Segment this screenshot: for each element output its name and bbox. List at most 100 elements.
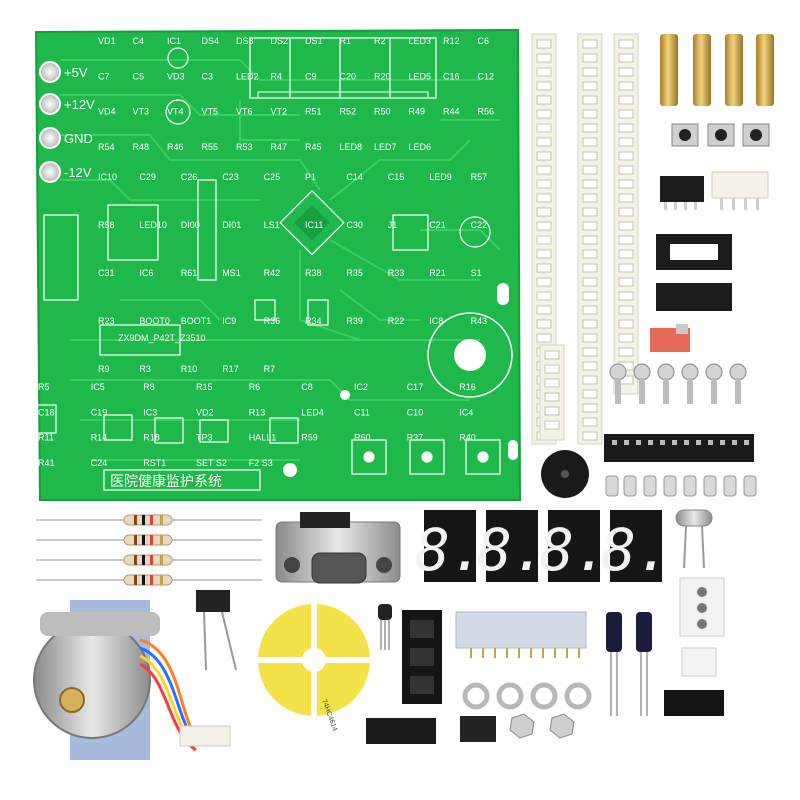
smd-ic-bottom xyxy=(664,690,724,716)
silk-label: C16 xyxy=(443,71,460,81)
silk-label: R1 xyxy=(340,36,352,46)
to92-transistor xyxy=(378,604,392,650)
pin-slot xyxy=(582,193,598,203)
pin-slot xyxy=(618,137,634,147)
dip16-ic xyxy=(656,283,732,311)
silk-label: C19 xyxy=(91,407,108,417)
tape-hole xyxy=(612,440,617,445)
silk-label: C22 xyxy=(471,220,488,230)
pin-slot xyxy=(536,291,552,301)
silk-label: R56 xyxy=(478,107,495,117)
screw-head xyxy=(657,363,675,381)
silk-label: C21 xyxy=(429,220,446,230)
pin-slot xyxy=(536,193,552,203)
silk-label: R35 xyxy=(346,268,363,278)
pin-slot xyxy=(536,179,552,189)
pin-slot xyxy=(536,151,552,161)
stepper-motor xyxy=(33,600,231,760)
screw-head xyxy=(633,363,651,381)
silk-label: R49 xyxy=(409,107,426,117)
screw-shaft xyxy=(711,378,717,404)
mount-hole xyxy=(283,463,297,477)
pin-slot xyxy=(618,81,634,91)
silk-label: C5 xyxy=(133,71,145,81)
silk-label: IC10 xyxy=(98,172,117,182)
pin-headers xyxy=(531,33,639,445)
tape-hole xyxy=(732,440,737,445)
female-header xyxy=(455,611,587,658)
pin-slot xyxy=(544,364,560,374)
header-pin xyxy=(518,648,520,658)
pin-slot xyxy=(582,431,598,441)
right-angle-header xyxy=(711,171,769,210)
silk-label: C6 xyxy=(478,36,490,46)
pin-slot xyxy=(618,109,634,119)
silk-label: R53 xyxy=(236,142,253,152)
pin-slot xyxy=(582,151,598,161)
small-screw xyxy=(623,475,637,497)
header-pin xyxy=(530,648,532,658)
mount-hole xyxy=(340,390,350,400)
resistor-band xyxy=(150,555,153,565)
dip8-ic xyxy=(660,176,704,210)
silk-label: LED8 xyxy=(340,142,363,152)
pin-slot xyxy=(544,350,560,360)
silk-label: IC3 xyxy=(143,407,157,417)
silk-label: S1 xyxy=(471,268,482,278)
silk-label: IC5 xyxy=(91,382,105,392)
silk-label: R23 xyxy=(98,316,115,326)
silk-label: R45 xyxy=(305,142,322,152)
pin-slot xyxy=(582,319,598,329)
silk-label: C17 xyxy=(407,382,424,392)
header-pin xyxy=(482,648,484,658)
db9-connector xyxy=(275,512,401,584)
pin-slot xyxy=(582,389,598,399)
silk-label: R34 xyxy=(305,316,322,326)
pin-slot xyxy=(618,123,634,133)
small-screw xyxy=(683,475,697,497)
silk-label: R41 xyxy=(38,458,55,468)
pin-slot xyxy=(582,221,598,231)
pin-slot xyxy=(582,347,598,357)
pin-slot xyxy=(618,277,634,287)
seven-segment-displays: 8.8.8.8. xyxy=(415,510,671,584)
tape-hole xyxy=(672,440,677,445)
segment-digit: 8. xyxy=(477,516,547,584)
pin-slot xyxy=(618,249,634,259)
header-pin xyxy=(542,648,544,658)
silk-label: R44 xyxy=(443,107,460,117)
silk-label: BOOT0 xyxy=(139,316,170,326)
silk-label: C8 xyxy=(301,382,313,392)
pin-slot xyxy=(582,361,598,371)
silk-label: R58 xyxy=(98,220,115,230)
seven-segment-display xyxy=(424,510,476,582)
pin-slot xyxy=(536,305,552,315)
silk-label: C24 xyxy=(91,458,108,468)
silk-label: R11 xyxy=(38,433,54,443)
silk-label: R55 xyxy=(202,142,219,152)
pin-slot xyxy=(582,263,598,273)
power-terminals: +5V +12V GND -12V xyxy=(39,61,95,183)
seven-segment-display xyxy=(610,510,662,582)
pin-slot xyxy=(618,305,634,315)
silk-label: R47 xyxy=(271,142,288,152)
silk-label: C25 xyxy=(264,172,281,182)
silk-label: R61 xyxy=(181,268,198,278)
pin-slot xyxy=(582,95,598,105)
silk-label: R59 xyxy=(301,433,318,443)
pin-slot xyxy=(582,375,598,385)
pcb-board: +5V +12V GND -12V ZX9DM_P42T_Z3510 xyxy=(33,28,522,501)
ic-socket xyxy=(656,234,732,270)
silk-label: R51 xyxy=(305,107,322,117)
small-screw xyxy=(605,475,619,497)
silk-label: VT4 xyxy=(167,107,184,117)
resistor-band xyxy=(160,575,163,585)
silk-label: R42 xyxy=(264,268,281,278)
tape-hole xyxy=(648,440,653,445)
ic11-footprint xyxy=(392,214,429,251)
silk-label: R39 xyxy=(346,316,363,326)
header-pin xyxy=(578,648,580,658)
screws xyxy=(609,363,747,404)
